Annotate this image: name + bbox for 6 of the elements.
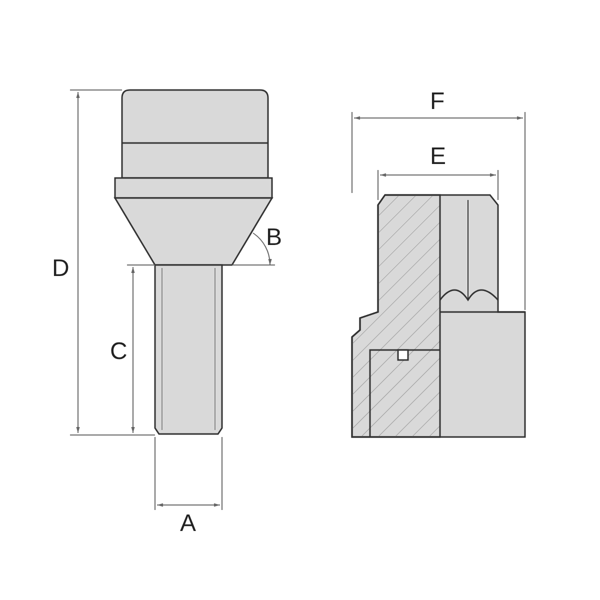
dimension-label: F bbox=[430, 90, 445, 114]
dimension-label: E bbox=[430, 145, 446, 169]
dimension-label: D bbox=[52, 257, 70, 281]
dimension-label: B bbox=[266, 226, 282, 250]
dimension-label: C bbox=[110, 340, 128, 364]
dimension-label: A bbox=[180, 512, 196, 536]
